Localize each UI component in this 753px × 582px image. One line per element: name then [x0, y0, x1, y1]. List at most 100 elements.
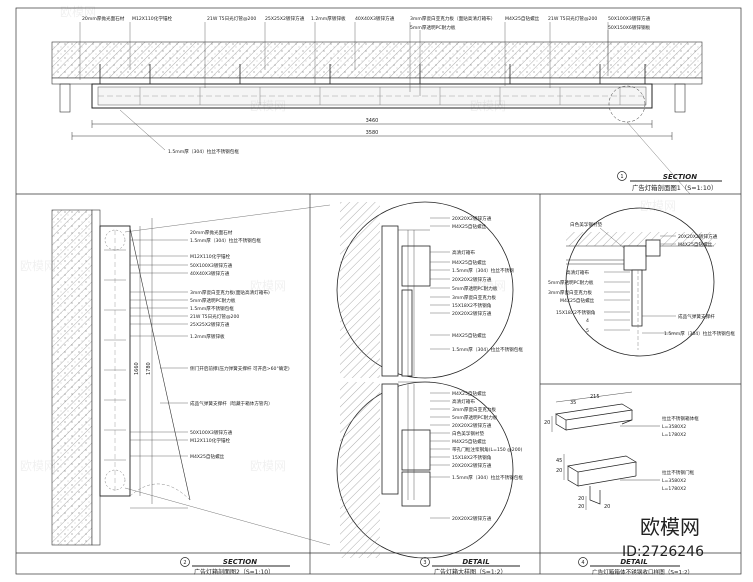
svg-text:欧模网: 欧模网 [20, 259, 56, 273]
section-1-title: 1 SECTION 广告灯箱剖面图1（S=1:10） [617, 171, 722, 192]
detail-2-circle [565, 207, 715, 357]
d3-note-0: 拉丝不锈钢箱体框 [662, 415, 699, 422]
d1-note-bot-0: M4X25自钻螺丝 [452, 390, 487, 397]
note-top-4: 1.2mm厚镀锌板 [311, 15, 346, 22]
s2-note-14: M4X25自钻螺丝 [190, 453, 225, 460]
section-2-title: 2 SECTION 广告灯箱剖面图2（S=1:10） [180, 557, 290, 576]
d2-note-7: 15X18X2不锈钢角 [556, 309, 596, 316]
d3-note-5: L=1780X2 [662, 486, 686, 492]
detail-1-notes: 20X20X2镀锌方通 M4X25自钻螺丝 高清灯箱布 M4X25自钻螺丝 1.… [452, 215, 523, 522]
d1-note-bot-10: 1.5mm厚（304）拉丝不锈钢包框 [452, 474, 523, 481]
d3-dim-7: 20 [604, 504, 610, 510]
detail-1-caption: 广告灯箱大样图（S=1:2） [434, 568, 507, 576]
d2-note-1: 20X20X2镀锌方通 [678, 233, 718, 240]
d1-note-top-7: 3mm厚瓷白亚克力板 [452, 294, 496, 301]
d1-note-bot-9: 20X20X2镀锌方通 [452, 462, 492, 469]
dim-width-outer: 3580 [366, 130, 379, 136]
note-top-10: 50X100X3镀锌方通 [608, 15, 651, 22]
stone-finish [51, 77, 703, 85]
s2-note-8: 25X25X2镀锌方通 [190, 321, 230, 328]
detail-1-drawing [336, 201, 514, 559]
section-1-notes: 20mm厚抛光面石材 M12X110化学锚栓 21W T5日光灯管@200 25… [82, 15, 651, 155]
detail-1-title: 3 DETAIL 广告灯箱大样图（S=1:2） [420, 557, 520, 576]
d3-note-4: L=3580X2 [662, 478, 686, 484]
s2-note-9: 1.2mm厚镀锌板 [190, 333, 225, 340]
d3-dim-0: 215 [590, 394, 600, 400]
d1-note-top-4: 1.5mm厚（304）拉丝不锈钢 [452, 267, 514, 274]
d1-note-top-1: M4X25自钻螺丝 [452, 223, 487, 230]
d3-dim-3: 45 [556, 458, 562, 464]
d2-number-1: 5 [586, 328, 589, 334]
d3-dim-4: 20 [556, 468, 562, 474]
section-2-notes: 20mm厚抛光面石材 1.5mm厚（304）拉丝不锈钢包框 M12X110化学锚… [190, 229, 290, 460]
d1-note-top-8: 15X18X2不锈钢角 [452, 302, 492, 309]
d1-note-top-3: M4X25自钻螺丝 [452, 259, 487, 266]
d3-dim-5: 20 [578, 496, 584, 502]
note-top-0: 20mm厚抛光面石材 [82, 15, 125, 22]
note-top-8: M4X25自钻螺丝 [505, 15, 540, 22]
d2-note-5: 3mm厚瓷白亚克力板 [548, 289, 592, 296]
s2-note-5: 5mm厚透明PC耐力板 [190, 297, 236, 304]
section-2-heading: SECTION [223, 558, 257, 566]
s2-note-4: 3mm厚瓷白亚克力板(面贴高清灯箱布) [190, 289, 270, 296]
section-2-drawing: 1660 1780 [51, 204, 331, 546]
d2-note-6: M4X25自钻螺丝 [560, 297, 595, 304]
d2-note-0: 白色美孚钢衬垫 [570, 221, 603, 228]
d3-dim-6: 20 [578, 504, 584, 510]
detail-1-heading: DETAIL [462, 558, 489, 566]
svg-text:欧模网: 欧模网 [470, 279, 506, 293]
d2-note-3: 高清灯箱布 [566, 269, 589, 276]
d1-note-bot-11: 20X20X2镀锌方通 [452, 515, 492, 522]
s2-note-1: M12X110化学锚栓 [190, 253, 231, 260]
section-1-number: 1 [620, 174, 623, 180]
svg-text:欧模网: 欧模网 [20, 459, 56, 473]
d3-note-3: 拉丝不锈钢门框 [662, 469, 695, 476]
d2-note-2: M4X25自钻螺丝 [678, 241, 713, 248]
svg-text:欧模网: 欧模网 [250, 99, 286, 113]
note-top-3: 25X25X2镀锌方通 [265, 15, 305, 22]
brand-watermark: 欧模网 ID:2726246 [622, 515, 704, 560]
d1-note-top-2: 高清灯箱布 [452, 249, 475, 256]
d1-note-top-10: M4X25自钻螺丝 [452, 332, 487, 339]
detail-2-notes: 白色美孚钢衬垫 20X20X2镀锌方通 M4X25自钻螺丝 高清灯箱布 5mm厚… [548, 221, 735, 337]
d1-note-bot-2: 3mm厚瓷白亚克力板 [452, 406, 496, 413]
d1-note-bot-8: 15X18X2不锈钢角 [452, 454, 492, 461]
d3-dim-1: 35 [570, 400, 576, 406]
detail-callout-circle [608, 85, 646, 123]
d2-note-9: 1.5mm厚（304）拉丝不锈钢包框 [664, 330, 735, 337]
svg-text:欧模网: 欧模网 [250, 459, 286, 473]
d1-note-top-11: 1.5mm厚（304）拉丝不锈钢包框 [452, 346, 523, 353]
d1-note-top-9: 20X20X2镀锌方通 [452, 310, 492, 317]
section-2-caption: 广告灯箱剖面图2（S=1:10） [194, 568, 274, 576]
s2-note-stone: 20mm厚抛光面石材 [190, 229, 233, 236]
detail-3-number: 4 [581, 560, 584, 566]
detail-2-drawing [565, 207, 716, 357]
section-1-drawing: 3460 3580 [51, 22, 703, 195]
d1-note-bot-6: M4X25自钻螺丝 [452, 438, 487, 445]
s2-note-12: 50X100X3镀锌方通 [190, 429, 233, 436]
note-frame: 1.5mm厚（304）拉丝不锈钢包框 [168, 148, 239, 155]
s2-note-10: 侧门开启前撑(压力弹簧支撑杆 可开启>60°确定) [190, 365, 290, 372]
detail-1-number: 3 [423, 560, 426, 566]
d1-note-bot-1: 高清灯箱布 [452, 398, 475, 405]
svg-text:欧模网: 欧模网 [470, 99, 506, 113]
d1-note-bot-5: 白色美孚钢衬垫 [452, 430, 485, 437]
detail-1-upper-circle [336, 201, 514, 379]
d2-note-4: 5mm厚透明PC耐力板 [548, 279, 594, 286]
section-2-number: 2 [183, 560, 186, 566]
s2-note-3: 40X40X3镀锌方通 [190, 270, 230, 277]
d1-note-bot-4: 20X20X2镀锌方通 [452, 422, 492, 429]
s2-note-11: 成品气弹簧支撑杆（暗藏于箱体方管内） [190, 400, 273, 407]
note-top-7: 5mm厚透明PC耐力板 [410, 24, 456, 31]
d1-note-top-5: 20X20X2镀锌方通 [452, 276, 492, 283]
d1-note-bot-3: 5mm厚透明PC耐力板 [452, 414, 498, 421]
dim-height-outer: 1780 [146, 362, 152, 375]
note-top-5: 40X40X3镀锌方通 [355, 15, 395, 22]
note-top-9: 21W T5日光灯管@200 [548, 15, 597, 22]
svg-text:欧模网: 欧模网 [60, 5, 96, 19]
detail-3-title: 4 DETAIL 广告灯箱箱体不锈钢收口样图（S=1:2） [578, 557, 693, 576]
section-1-caption: 广告灯箱剖面图1（S=1:10） [632, 183, 717, 192]
detail-3-notes: 215 35 20 45 20 20 20 20 拉丝不锈钢箱体框 L=3580… [544, 394, 699, 510]
watermark-tiles: 欧模网 欧模网 欧模网 欧模网 欧模网 欧模网 欧模网 欧模网 欧模网 [20, 5, 676, 473]
